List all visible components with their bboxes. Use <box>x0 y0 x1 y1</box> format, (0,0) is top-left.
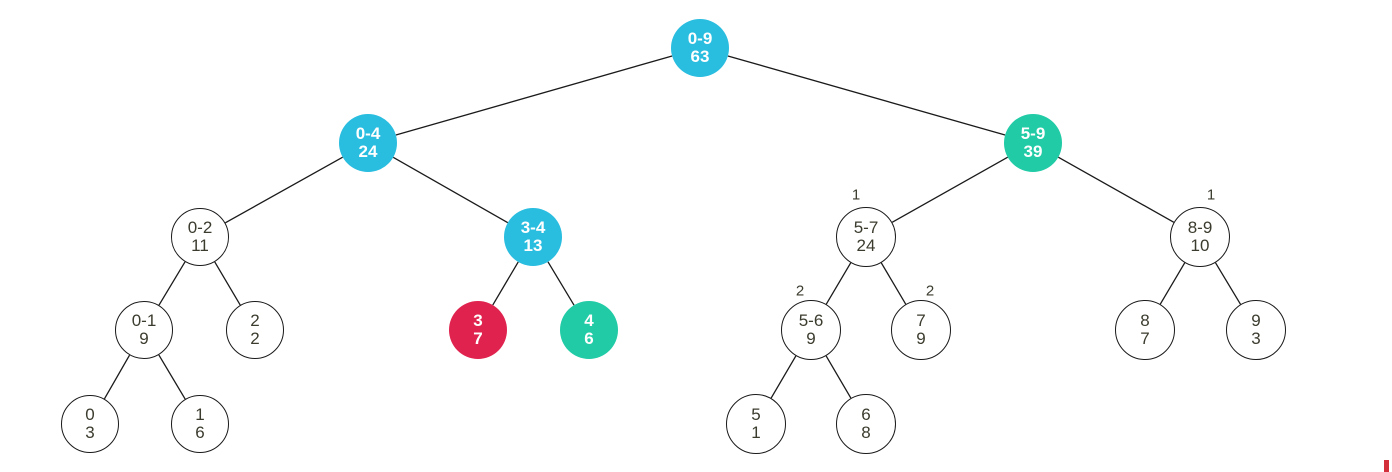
node-value-label: 7 <box>1140 329 1150 348</box>
node-range-label: 0-2 <box>187 217 213 237</box>
node-value-label: 9 <box>806 329 816 348</box>
node-value-label: 10 <box>1190 236 1210 255</box>
tree-edge <box>158 261 186 306</box>
tree-edge <box>880 262 907 305</box>
tree-edge <box>395 55 673 136</box>
tree-edge <box>103 354 131 400</box>
node-range-label: 8 <box>1140 310 1150 330</box>
node-value-label: 63 <box>690 47 710 66</box>
node-range-label: 5-6 <box>798 310 824 330</box>
node-range-label: 5-7 <box>853 217 879 237</box>
node-range-label: 3 <box>473 310 483 330</box>
tree-edge <box>891 156 1009 223</box>
node-range-label: 0-4 <box>355 123 381 143</box>
node-range-label: 7 <box>916 310 926 330</box>
node-value-label: 6 <box>584 329 594 348</box>
tree-edge <box>214 261 241 306</box>
node-value-label: 3 <box>1251 329 1261 348</box>
node-range-label: 0 <box>85 404 95 424</box>
tree-edge <box>158 354 186 400</box>
tree-edge <box>492 261 519 306</box>
corner-artifact <box>1384 460 1389 472</box>
edge-label-lbl-8-9: 1 <box>1206 186 1216 204</box>
node-range-label: 8-9 <box>1187 217 1213 237</box>
node-value-label: 3 <box>85 423 95 442</box>
node-range-label: 1 <box>195 404 205 424</box>
node-range-label: 6 <box>861 404 871 424</box>
node-value-label: 24 <box>856 236 876 255</box>
node-value-label: 11 <box>191 236 209 255</box>
node-range-label: 5 <box>751 404 761 424</box>
node-value-label: 8 <box>861 423 871 442</box>
node-range-label: 5-9 <box>1020 123 1046 143</box>
tree-edge <box>825 262 852 305</box>
node-value-label: 6 <box>195 423 205 442</box>
tree-edge <box>1057 156 1175 223</box>
edge-label-lbl-5-7: 1 <box>851 186 861 204</box>
tree-edge <box>547 261 575 306</box>
node-value-label: 2 <box>250 329 260 348</box>
node-value-label: 9 <box>139 329 149 348</box>
tree-edge <box>727 55 1006 136</box>
tree-edge <box>770 355 797 399</box>
tree-edge <box>224 156 344 224</box>
node-range-label: 0-1 <box>131 310 157 330</box>
node-range-label: 9 <box>1251 310 1261 330</box>
node-value-label: 7 <box>473 329 483 348</box>
edge-label-lbl-5-6: 2 <box>795 282 805 300</box>
node-range-label: 2 <box>250 310 260 330</box>
tree-edge <box>1214 262 1242 305</box>
node-range-label: 0-9 <box>687 28 713 48</box>
node-range-label: 3-4 <box>520 217 546 237</box>
node-value-label: 24 <box>358 142 378 161</box>
tree-edge <box>1159 262 1186 305</box>
tree-edge <box>825 355 852 399</box>
node-value-label: 1 <box>751 423 761 442</box>
tree-edge <box>392 156 509 224</box>
node-value-label: 13 <box>523 236 543 255</box>
node-value-label: 39 <box>1023 142 1043 161</box>
edge-label-lbl-7: 2 <box>925 282 935 300</box>
node-range-label: 4 <box>584 310 594 330</box>
node-value-label: 9 <box>916 329 926 348</box>
